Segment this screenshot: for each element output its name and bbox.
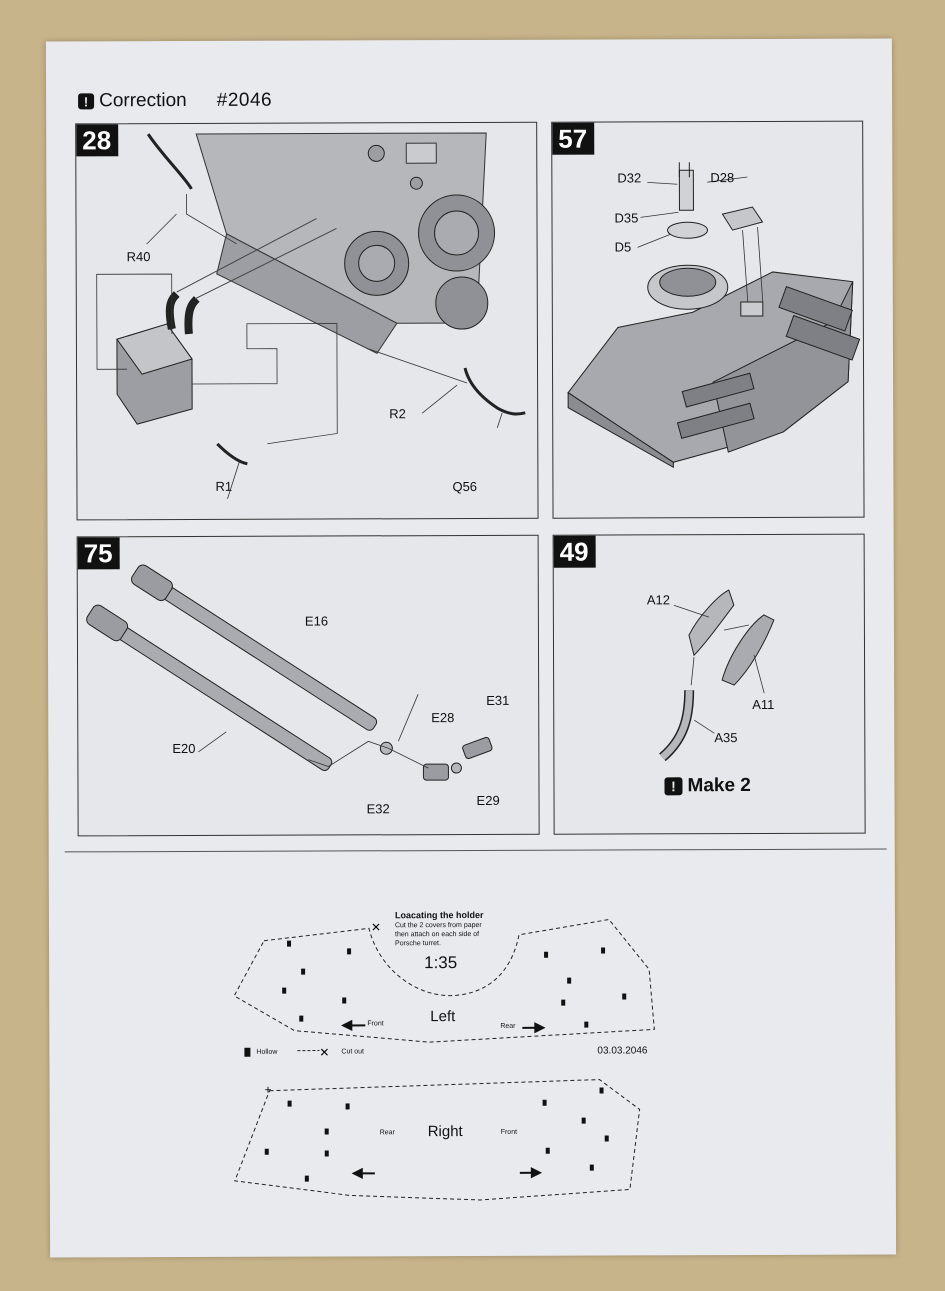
svg-text:+: +	[265, 1083, 272, 1097]
gun-barrel-illustration	[78, 536, 539, 836]
right-rear-label: Rear	[380, 1129, 395, 1136]
section-divider	[65, 849, 887, 853]
part-label-e31: E31	[486, 693, 509, 708]
hull-suspension-illustration	[76, 123, 537, 520]
part-label-d35: D35	[614, 210, 638, 225]
legend-cut-out: Cut out	[341, 1048, 364, 1055]
template-heading: Loacating the holder	[395, 910, 484, 920]
page-title: Correction	[99, 90, 187, 112]
step-75-panel: 75 E16 E28 E31 E20 E32 E29	[77, 535, 540, 837]
make-two-note: ! Make 2	[664, 775, 750, 797]
make-two-text: Make 2	[687, 775, 750, 797]
svg-text:✕: ✕	[319, 1045, 329, 1059]
part-label-e28: E28	[431, 710, 454, 725]
part-label-e16: E16	[305, 613, 328, 628]
turret-illustration	[552, 122, 863, 518]
left-cover-name: Left	[430, 1008, 455, 1025]
part-label-e32: E32	[367, 801, 390, 816]
print-date: 03.03.2046	[597, 1045, 647, 1056]
part-label-r40: R40	[127, 249, 151, 264]
part-label-a35: A35	[714, 730, 737, 745]
exclamation-icon: !	[664, 777, 682, 795]
part-label-d5: D5	[615, 239, 632, 254]
legend-hollow: Hollow	[256, 1049, 277, 1056]
part-label-d32: D32	[617, 170, 641, 185]
part-label-a11: A11	[752, 697, 774, 712]
part-label-q56: Q56	[452, 479, 477, 494]
step-49-panel: 49 A12 A11 A35 ! Make 2	[553, 534, 866, 835]
right-front-label: Front	[501, 1129, 517, 1136]
part-label-e29: E29	[477, 793, 500, 808]
template-instructions: Cut the 2 covers from paper then attach …	[395, 921, 495, 948]
svg-text:✕: ✕	[371, 920, 381, 934]
page-header: ! Correction #2046	[78, 89, 272, 114]
right-cover-name: Right	[428, 1123, 463, 1140]
kit-number: #2046	[217, 90, 272, 112]
instruction-sheet: ! Correction #2046	[46, 39, 896, 1258]
scale-label: 1:35	[424, 953, 457, 973]
part-label-e20: E20	[172, 741, 195, 756]
part-label-r2: R2	[389, 406, 406, 421]
step-28-panel: 28 R40 R2 Q56 R1	[75, 122, 538, 521]
step-number: 57	[552, 123, 594, 155]
part-label-a12: A12	[647, 592, 670, 607]
left-front-label: Front	[367, 1020, 383, 1027]
part-label-r1: R1	[215, 479, 232, 494]
step-57-panel: 57 D32 D28 D35 D5	[551, 121, 864, 519]
step-number: 75	[78, 537, 120, 569]
turret-cover-templates: ✕ + ✕	[49, 889, 896, 1291]
part-label-d28: D28	[710, 170, 734, 185]
exclamation-icon: !	[78, 93, 94, 109]
left-rear-label: Rear	[500, 1023, 515, 1030]
step-number: 28	[76, 124, 118, 156]
step-number: 49	[554, 536, 596, 568]
